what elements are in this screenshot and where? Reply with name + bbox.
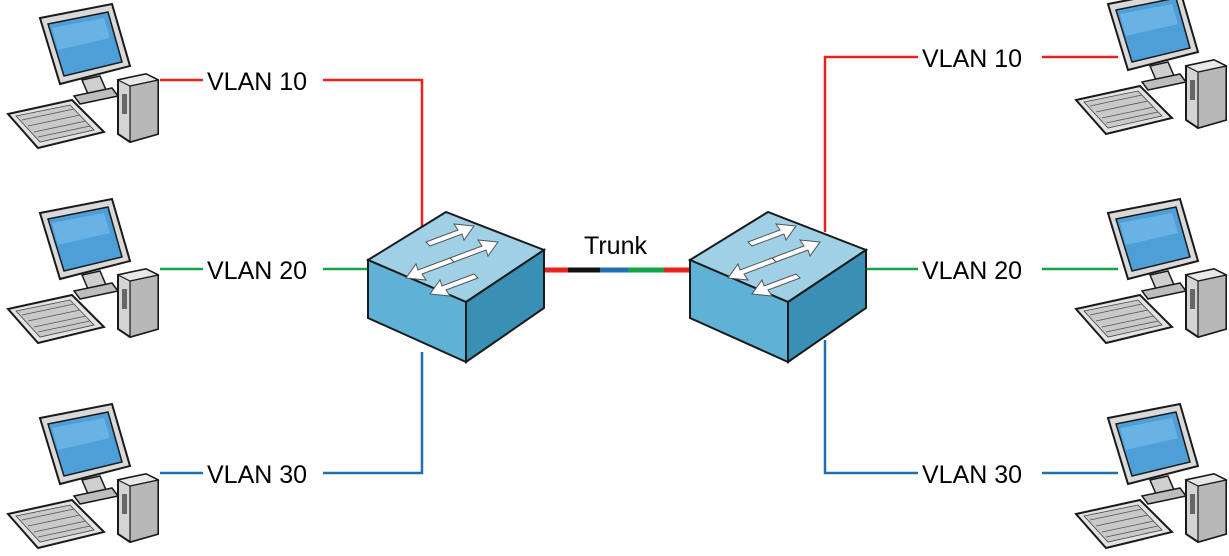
left-vlan30-label: VLAN 30 [207,461,307,489]
link-right-vlan10 [823,55,1118,232]
left-switch-icon[interactable] [367,211,545,363]
pc-right-vlan10-icon[interactable] [1075,0,1227,135]
right-vlan30-label: VLAN 30 [922,461,1022,489]
link-left-vlan30 [160,352,424,475]
left-vlan20-label: VLAN 20 [207,257,307,285]
pc-left-vlan30-icon[interactable] [7,403,159,549]
pc-right-vlan30-icon[interactable] [1075,403,1227,549]
link-left-vlan10 [160,78,424,232]
pc-left-vlan20-icon[interactable] [7,198,159,344]
link-right-vlan30 [823,340,1118,475]
pc-right-vlan20-icon[interactable] [1075,198,1227,344]
left-vlan10-label: VLAN 10 [207,68,307,96]
right-vlan20-label: VLAN 20 [922,257,1022,285]
right-vlan10-label: VLAN 10 [922,45,1022,73]
right-switch-icon[interactable] [689,211,867,363]
pc-left-vlan10-icon[interactable] [7,3,159,149]
trunk-label: Trunk [584,232,647,260]
